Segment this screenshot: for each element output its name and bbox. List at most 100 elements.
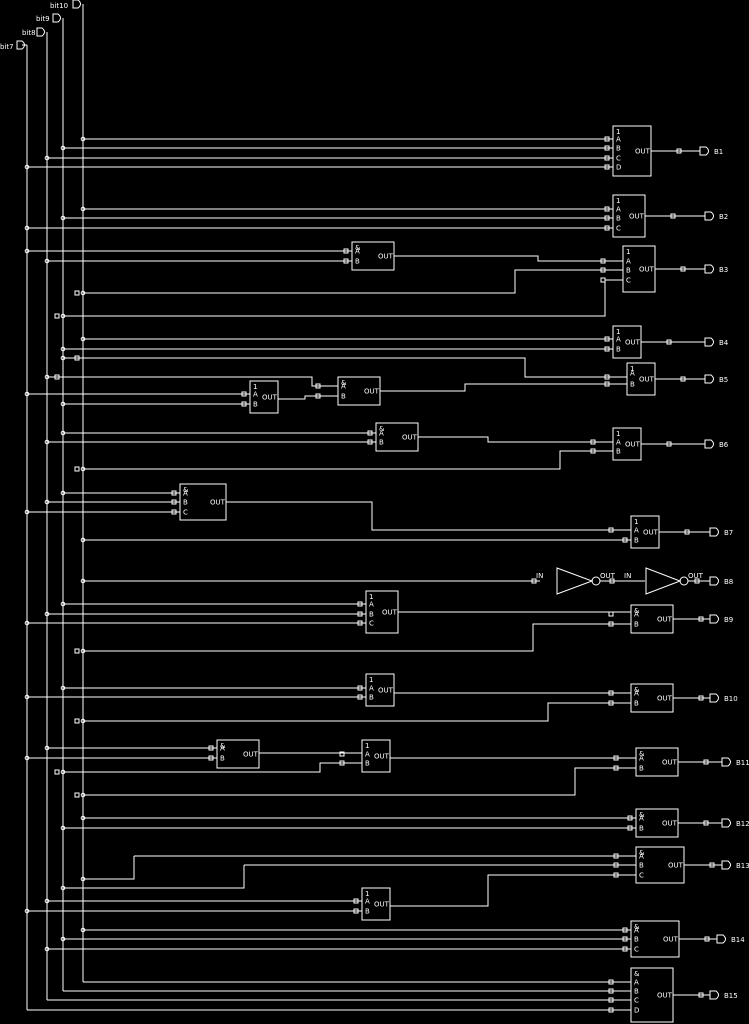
gate-body xyxy=(630,683,674,713)
output-pin-b4[interactable]: B4 xyxy=(704,337,729,347)
output-pin-b11[interactable]: B11 xyxy=(721,757,749,767)
output-label: B11 xyxy=(736,759,749,767)
output-pin-b15[interactable]: B15 xyxy=(709,990,738,1000)
output-pin-b8[interactable]: B8 xyxy=(709,576,733,586)
gate-body xyxy=(612,427,642,461)
output-pin-shape xyxy=(704,439,714,449)
input-pin-bit9[interactable]: bit9 xyxy=(36,13,61,23)
gate-input-label: B xyxy=(626,267,631,275)
gate-output-label: OUT xyxy=(378,253,394,261)
wire xyxy=(278,395,338,400)
gate-input-label: B xyxy=(616,346,621,354)
output-pin-b6[interactable]: B6 xyxy=(704,439,729,449)
connector-square xyxy=(339,760,345,766)
wire xyxy=(83,269,623,294)
gate-input-label: C xyxy=(369,620,374,628)
connector-square xyxy=(608,690,614,696)
gate-input-label: C xyxy=(616,155,621,163)
output-label: B5 xyxy=(719,376,728,384)
junction-dot xyxy=(80,876,86,882)
gates: 1ABCDOUT1ABCOUT&ABOUT1ABCOUT1ABOUT1ABOUT… xyxy=(179,125,704,1023)
connector-square xyxy=(357,620,363,626)
connector-square xyxy=(604,155,610,161)
wire xyxy=(63,279,623,317)
input-pin-bit7[interactable]: bit7 xyxy=(0,40,25,51)
connector-square xyxy=(241,401,247,407)
connector-square xyxy=(339,751,345,757)
gate-output-label: OUT xyxy=(382,609,398,617)
gate-input-label: B xyxy=(253,401,258,409)
connector-square xyxy=(315,383,321,389)
output-pin-b10[interactable]: B10 xyxy=(709,693,738,703)
output-pin-b14[interactable]: B14 xyxy=(716,934,745,944)
gate-input-label: B xyxy=(220,755,225,763)
gate-output-label: OUT xyxy=(374,753,390,761)
gate-input-label: A xyxy=(369,685,374,693)
connector-square xyxy=(608,979,614,985)
gate-input-label: B xyxy=(639,862,644,870)
connector-square xyxy=(357,694,363,700)
output-pin-b3[interactable]: B3 xyxy=(704,264,728,274)
gate-input-label: B xyxy=(369,694,374,702)
gate-body xyxy=(635,846,685,884)
output-pin-shape xyxy=(704,337,714,347)
connector-square xyxy=(613,862,619,868)
output-pin-b12[interactable]: B12 xyxy=(721,818,749,828)
connector-square xyxy=(622,927,628,933)
gate-output-label: OUT xyxy=(668,862,684,870)
connector-square xyxy=(367,439,373,445)
connector-square xyxy=(54,374,60,380)
input-pin-bit8[interactable]: bit8 xyxy=(22,27,45,37)
inverter-b8-1[interactable]: OUT xyxy=(556,567,616,595)
output-pin-b9[interactable]: B9 xyxy=(709,614,733,624)
gate-input-label: B xyxy=(634,621,639,629)
wires xyxy=(24,136,722,1013)
gate-body xyxy=(179,483,227,521)
connector-square xyxy=(608,621,614,627)
output-label: B6 xyxy=(719,441,729,449)
gate-body xyxy=(361,887,391,921)
output-pin-b2[interactable]: B2 xyxy=(704,211,728,221)
inverter-output-label: OUT xyxy=(688,572,704,580)
output-pin-b7[interactable]: B7 xyxy=(709,527,733,537)
gate-output-label: OUT xyxy=(210,499,226,507)
gate-input-label: B xyxy=(355,258,360,266)
gate-input-label: A xyxy=(220,745,225,753)
input-pin-bit10[interactable]: bit10 xyxy=(50,0,81,10)
gate-output-label: OUT xyxy=(657,992,673,1000)
connector-square xyxy=(703,820,709,826)
gate-type-symbol: 1 xyxy=(365,742,369,750)
output-pin-b5[interactable]: B5 xyxy=(704,374,728,384)
output-pin-b1[interactable]: B1 xyxy=(699,146,723,156)
gate-input-label: C xyxy=(634,997,639,1005)
output-pin-b13[interactable]: B13 xyxy=(721,860,749,870)
gate-input-label: B xyxy=(634,700,639,708)
inverter-b8-2[interactable]: OUT xyxy=(645,567,704,595)
gate-input-label: B xyxy=(634,988,639,996)
